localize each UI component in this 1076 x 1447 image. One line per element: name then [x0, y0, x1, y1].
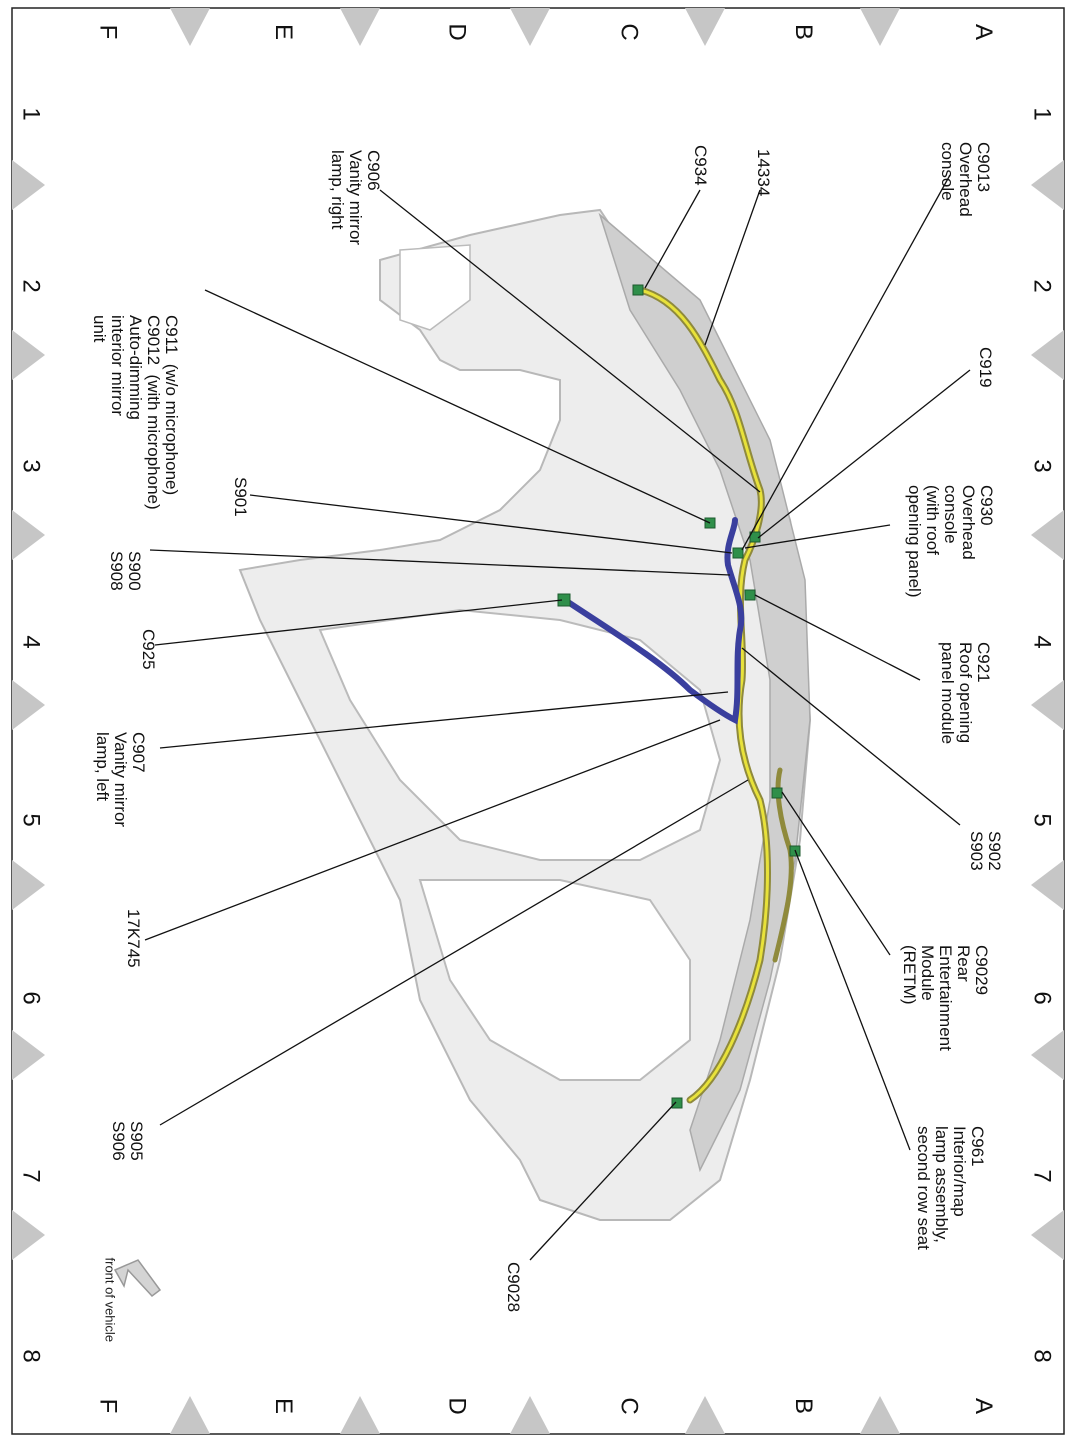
col-label-left: 2	[17, 279, 45, 293]
col-label-right: 7	[1028, 1169, 1056, 1183]
col-label-left: 1	[17, 107, 45, 121]
col-label-right: 3	[1028, 459, 1056, 473]
label-c934: C934	[691, 145, 710, 186]
row-label-top: F	[94, 24, 122, 40]
row-label-bottom: E	[270, 1397, 298, 1415]
row-label-bottom: F	[94, 1398, 122, 1414]
row-label-top: D	[443, 23, 471, 41]
label-c921: C921 Roof opening panel module	[938, 642, 993, 745]
label-s901: S901	[231, 477, 250, 517]
label-front-of-vehicle: front of vehicle	[102, 1257, 118, 1343]
label-s900-s908: S900 S908	[107, 551, 144, 591]
label-c911: C911 (w/o microphone) C9012 (with microp…	[90, 315, 181, 510]
col-label-right: 1	[1028, 107, 1056, 121]
label-c9013: C9013 Overhead console	[938, 142, 993, 217]
col-label-right: 6	[1028, 991, 1056, 1005]
zone-markers	[12, 8, 1064, 1434]
col-label-right: 2	[1028, 279, 1056, 293]
col-label-right: 5	[1028, 813, 1056, 827]
col-label-left: 8	[17, 1349, 45, 1363]
label-c907: C907 Vanity mirror lamp, left	[93, 732, 148, 828]
row-label-bottom: D	[443, 1397, 471, 1415]
col-label-left: 3	[17, 459, 45, 473]
label-c925: C925	[139, 629, 158, 670]
row-label-top: B	[790, 23, 818, 41]
col-label-left: 4	[17, 635, 45, 649]
row-label-bottom: C	[615, 1397, 643, 1415]
leader-lines	[144, 174, 971, 1261]
col-label-left: 5	[17, 813, 45, 827]
row-label-top: A	[970, 23, 998, 41]
label-s902-s903: S902 S903	[967, 831, 1004, 871]
label-14334: 14334	[754, 149, 773, 197]
front-arrow-icon	[113, 1259, 162, 1298]
col-label-right: 8	[1028, 1349, 1056, 1363]
col-label-right: 4	[1028, 635, 1056, 649]
label-c930: C930 Overhead console (with roof opening…	[905, 485, 996, 598]
row-label-top: E	[270, 23, 298, 41]
row-label-bottom: B	[790, 1397, 818, 1415]
body-structure	[238, 208, 812, 1221]
label-c919: C919	[976, 347, 995, 388]
label-c9028: C9028	[504, 1262, 523, 1313]
row-label-bottom: A	[970, 1397, 998, 1415]
col-label-left: 6	[17, 991, 45, 1005]
label-c906: C906 Vanity mirror lamp, right	[328, 150, 383, 246]
label-c961: C961 Interior/map lamp assembly, second …	[914, 1126, 987, 1250]
col-label-left: 7	[17, 1169, 45, 1183]
label-c9029: C9029 Rear Entertainment Module (RETM)	[900, 945, 991, 1051]
row-label-top: C	[615, 23, 643, 41]
label-17k745: 17K745	[124, 909, 143, 968]
label-s905-s906: S905 S906	[109, 1121, 146, 1161]
